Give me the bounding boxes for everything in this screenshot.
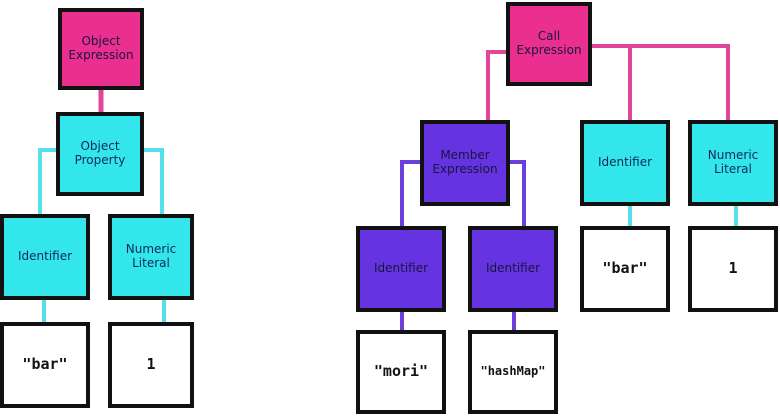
identifier-label-left: Identifier [17,249,73,264]
identifier-node-right: Identifier [580,120,670,206]
edge-call-member [486,50,506,120]
value-1-right: 1 [728,259,738,278]
value-1-left: 1 [146,355,156,374]
call-expression-node: Call Expression [506,2,592,86]
identifier-node-hashmap: Identifier [468,226,558,312]
identifier-label-hashmap: Identifier [485,261,541,276]
identifier-node-mori: Identifier [356,226,446,312]
value-node-bar-right: "bar" [580,226,670,312]
value-hashmap: "hashMap" [480,364,546,379]
edge-member-mori [400,160,420,226]
numeric-literal-label-left: Numeric Literal [125,242,177,270]
value-bar-left: "bar" [22,355,68,374]
object-expression-label: Object Expression [68,34,134,62]
member-expression-node: Member Expression [420,120,510,206]
edge-call-identifier [592,44,632,120]
object-property-label: Object Property [74,139,126,167]
value-bar-right: "bar" [602,259,648,278]
call-expression-label: Call Expression [516,29,582,57]
edge-call-numeric [630,44,730,120]
edge-objprop-numeric [144,148,164,214]
numeric-literal-label-right: Numeric Literal [707,148,759,176]
identifier-label-right: Identifier [597,155,653,170]
value-node-mori: "mori" [356,330,446,414]
identifier-node-left: Identifier [0,214,90,300]
value-mori: "mori" [373,362,429,381]
value-node-hashmap: "hashMap" [468,330,558,414]
object-property-node: Object Property [56,112,144,196]
edge-objprop-identifier [38,148,56,214]
value-node-1-right: 1 [688,226,778,312]
object-expression-node: Object Expression [58,8,144,90]
member-expression-label: Member Expression [432,148,498,176]
numeric-literal-node-right: Numeric Literal [688,120,778,206]
edge-member-hashmap [510,160,526,226]
value-node-bar-left: "bar" [0,322,90,408]
identifier-label-mori: Identifier [373,261,429,276]
value-node-1-left: 1 [108,322,194,408]
numeric-literal-node-left: Numeric Literal [108,214,194,300]
